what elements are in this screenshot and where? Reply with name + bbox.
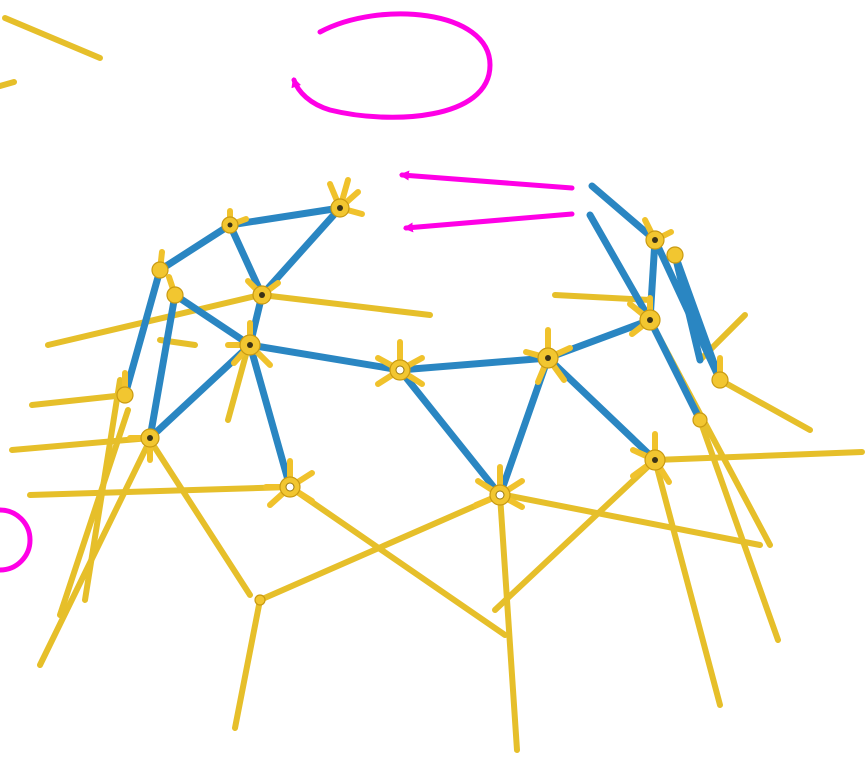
hub-far-right-lower <box>693 413 707 427</box>
hub-right-top <box>645 220 671 249</box>
hub-center-right <box>526 330 570 382</box>
loose-rods <box>0 18 100 86</box>
hub-center-left <box>378 342 422 384</box>
hub-left-upper <box>248 281 278 304</box>
insert-arrow-upper <box>402 175 572 188</box>
hub-low-left-junction <box>255 595 265 605</box>
hub-right-top-back <box>667 247 683 263</box>
partial-circle-marker <box>0 510 30 570</box>
hub-top-center <box>330 180 362 217</box>
hub-right-mid <box>630 298 660 334</box>
rotate-arrow <box>294 14 490 117</box>
hub-top-left <box>222 211 246 233</box>
insert-arrow-lower <box>406 214 572 228</box>
hub-front-left <box>266 461 312 505</box>
hub-far-left-top <box>152 252 168 278</box>
hub-connectors <box>117 180 728 605</box>
hub-far-left-mid <box>167 277 183 303</box>
yellow-rods <box>12 295 862 750</box>
